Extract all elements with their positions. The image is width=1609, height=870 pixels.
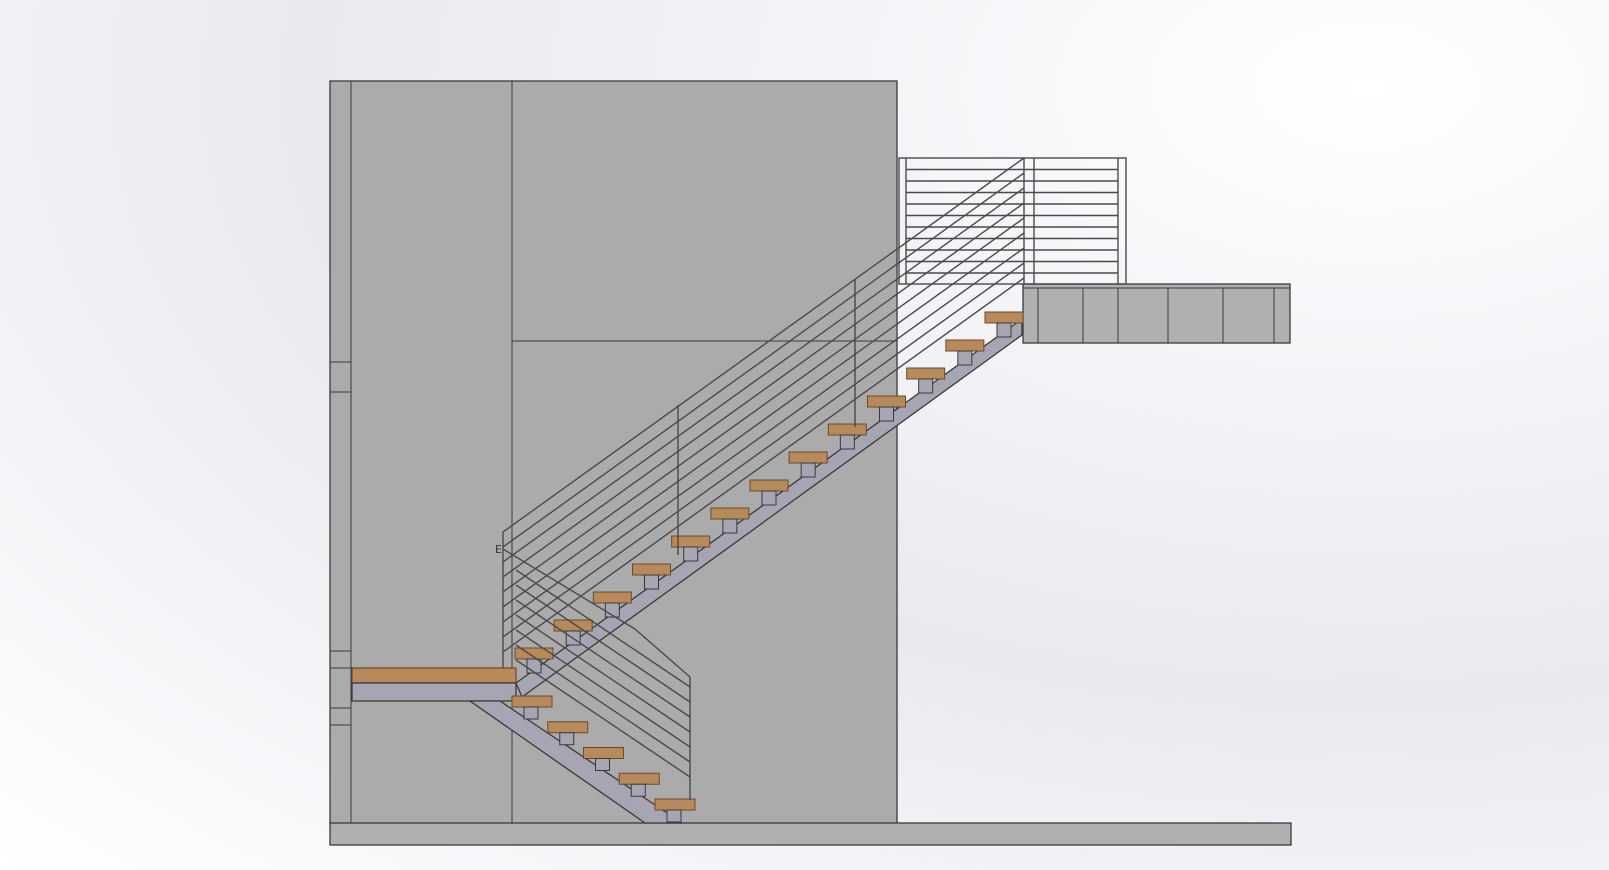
upper-flight-railing [502,157,1025,668]
tread [749,479,789,492]
landing-tread [351,667,517,684]
tread [945,339,985,352]
tread-bracket [996,322,1012,338]
railing-bar [515,614,691,733]
railing-bar [502,262,1025,638]
tread [984,311,1024,324]
tread [906,367,946,380]
section-marker-label: E [495,543,502,556]
tread-bracket [666,809,682,823]
landing-beam [351,682,517,702]
tread [618,772,660,785]
tread [583,747,624,759]
top-guard-railing [898,157,1127,285]
tread-bracket [559,732,575,746]
tread-bracket [800,462,816,478]
tread [592,591,632,604]
tread-bracket [839,434,855,450]
tread [867,395,906,408]
lower-flight-treads [511,695,696,823]
tread [511,695,553,708]
railing-bar [502,187,1025,563]
tread [632,563,671,576]
railing-bar [502,172,1025,548]
tread [710,507,750,520]
railing-bar [502,217,1025,593]
tread-bracket [722,518,738,534]
railing-bar [515,659,691,778]
tread-bracket [595,758,610,771]
railing-bar [502,277,1025,653]
floor-slab [329,822,1292,846]
tread [827,423,867,436]
upper-handrail [502,157,1025,533]
railing-bar [502,202,1025,578]
tread-bracket [918,378,934,394]
railing-bar [502,232,1025,608]
lower-flight-railing [502,548,691,800]
railing-bar [515,584,691,703]
tread-bracket [879,406,894,422]
tread [654,798,696,811]
tread [547,721,589,734]
tread-bracket [523,706,539,720]
tread-bracket [957,350,973,366]
upper-deck [1022,283,1291,344]
railing-bar [515,569,691,688]
tread [788,451,828,464]
tread-bracket [644,574,659,590]
tread-bracket [683,546,699,562]
railing-bar [502,247,1025,623]
railing-bar [515,629,691,748]
lower-stringer [467,700,685,824]
tread-bracket [630,783,646,797]
railing-bar [515,644,691,763]
landing [351,667,517,702]
railing-bar [515,599,691,718]
tread-bracket [761,490,777,506]
